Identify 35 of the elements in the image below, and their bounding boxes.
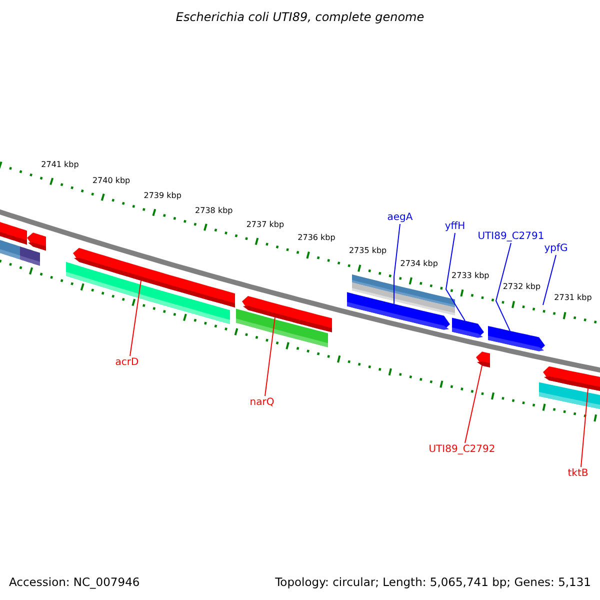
gene-label: ypfG [544,242,568,255]
tick-label: 2740 kbp [92,176,130,186]
gene-label: UTI89_C2792 [428,443,496,456]
leader-line [445,232,466,322]
footer-text: Accession: NC_007946 [9,575,140,589]
gene-label: narQ [250,396,274,409]
gene-arrow-bar [452,318,484,338]
gene-arrow-bar [543,366,600,393]
gene-arrow-bar [73,248,235,308]
footer-text: Topology: circular; Length: 5,065,741 bp; Genes: 5,131 [275,575,591,589]
tick-label: 2735 kbp [348,246,387,256]
gene-arrow-bar [347,292,450,330]
gene-arrow-bar [242,296,332,332]
leader-line [394,224,400,304]
leader-line [542,254,556,306]
leader-line [130,280,142,356]
tick-label: 2741 kbp [41,160,79,170]
tick-label: 2736 kbp [298,233,336,244]
gene-label: tktB [568,467,588,480]
gene-label: acrD [115,356,139,369]
tick-label: 2731 kbp [554,293,592,304]
leader-line [495,242,512,332]
tick-label: 2738 kbp [195,206,233,216]
chart-title: Escherichia coli UTI89, complete genome [174,10,426,25]
gene-arrow-bar [476,352,490,368]
gene-label: UTI89_C2791 [478,230,544,243]
gene-arrow-bar [488,326,545,352]
gene-label: yffH [444,220,466,233]
leader-line [264,316,276,396]
gene-label: aegA [387,211,413,224]
leader-line [580,388,588,468]
tick-label: 2739 kbp [144,190,182,201]
leader-line [464,365,482,444]
tick-label: 2733 kbp [452,270,490,281]
tick-label: 2732 kbp [502,282,541,292]
